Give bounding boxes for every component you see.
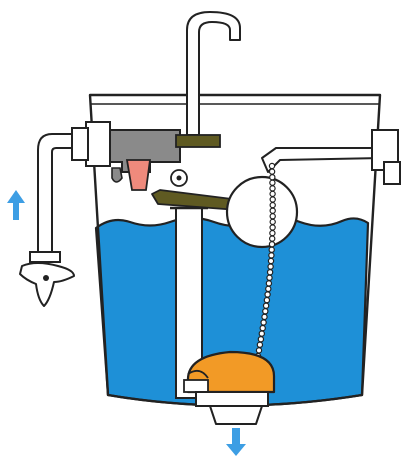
chain-bead: [267, 257, 275, 265]
chain-bead: [262, 302, 270, 309]
chain-bead: [269, 185, 276, 192]
chain-bead: [269, 173, 276, 181]
chain-bead: [268, 240, 276, 248]
chain-bead: [269, 179, 276, 186]
chain-bead: [269, 229, 276, 237]
chain-bead: [255, 347, 263, 354]
chain-bead: [257, 336, 265, 343]
chain-bead: [267, 263, 274, 270]
chain-bead: [269, 235, 276, 242]
chain-bead: [258, 330, 265, 337]
fill-valve-top-arm: [175, 134, 221, 148]
chain-bead: [263, 296, 271, 304]
chain-bead: [261, 313, 268, 321]
flush-lever: [261, 129, 401, 185]
chain-bead: [266, 269, 274, 276]
chain-bead: [268, 252, 275, 259]
chain-bead: [260, 319, 267, 326]
water-inflow-arrow: [7, 190, 25, 220]
chain-bead: [256, 341, 264, 348]
shutoff-valve: [19, 262, 75, 307]
chain-bead: [259, 324, 266, 332]
water-outflow-arrow: [226, 428, 246, 456]
water-supply-line: [29, 121, 111, 263]
chain-bead: [269, 190, 276, 198]
flapper-valve: [183, 350, 276, 407]
fill-supply-pipe: [186, 11, 241, 136]
chain-bead: [266, 274, 273, 281]
float-ball: [225, 175, 299, 249]
chain-bead: [268, 168, 276, 175]
fill-valve: [107, 129, 188, 191]
chain-bead: [268, 162, 276, 170]
flapper-seat: [195, 391, 269, 407]
chain-bead: [269, 196, 276, 203]
chain-bead: [265, 280, 273, 287]
chain-bead: [262, 308, 269, 315]
chain-bead: [269, 201, 276, 209]
chain-bead: [269, 213, 276, 220]
chain-bead: [269, 218, 276, 226]
chain-bead: [264, 291, 271, 298]
chain-bead: [269, 224, 276, 231]
flapper-hinge: [183, 379, 209, 393]
drain-outlet: [209, 405, 263, 425]
chain-bead: [269, 207, 276, 214]
chain-bead: [265, 285, 272, 293]
fill-valve-nozzle: [125, 159, 152, 191]
chain-bead: [268, 246, 275, 253]
